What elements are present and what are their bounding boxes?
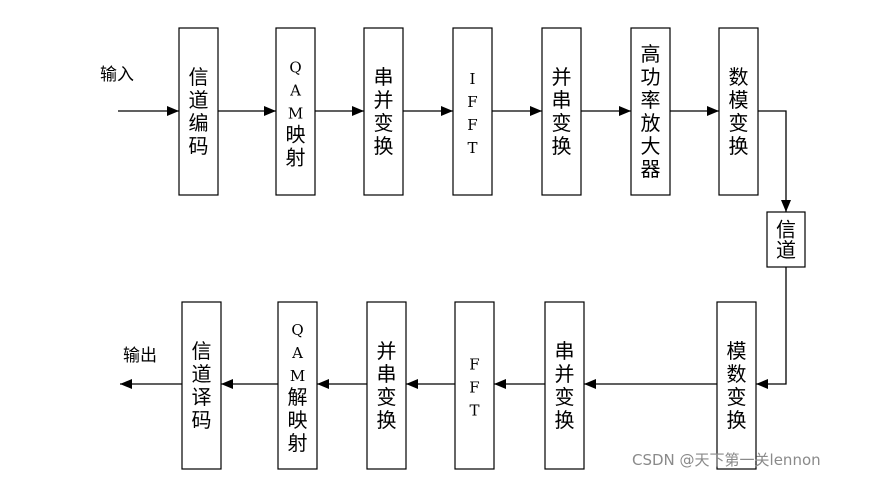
channel-decoding-block: 信道译码: [181, 301, 222, 470]
serial-to-parallel-label: 串并变换: [374, 65, 394, 158]
dac-to-channel-arrowhead: [781, 200, 791, 212]
dac-box: [718, 27, 759, 196]
fft-box: [454, 301, 495, 470]
input-label: 输入: [100, 65, 134, 85]
channel-to-adc-arrowhead: [756, 379, 768, 389]
rx-5-arrowhead: [221, 379, 233, 389]
watermark: CSDN @天下第一关lennon: [632, 451, 821, 469]
channel-coding-block: 信道编码: [178, 27, 219, 196]
ifft-box: [452, 27, 493, 196]
power-amplifier-label: 高功率放大器: [641, 42, 661, 181]
parallel-to-serial-label: 并串变换: [552, 65, 572, 158]
parallel-to-serial-rx-label: 并串变换: [377, 339, 397, 432]
adc-label: 模数变换: [727, 339, 747, 432]
channel-label: 信道: [776, 217, 796, 262]
tx-1-arrowhead: [264, 106, 276, 116]
output-label: 输出: [123, 346, 157, 366]
dac-label: 数模变换: [729, 65, 749, 158]
channel-block: 信道: [766, 211, 806, 268]
serial-to-parallel-block: 串并变换: [363, 27, 404, 196]
serial-to-parallel-rx-label: 串并变换: [555, 339, 575, 432]
rx-4-arrowhead: [317, 379, 329, 389]
parallel-to-serial-block: 并串变换: [541, 27, 582, 196]
channel-box: [766, 211, 806, 268]
tx-2-arrowhead: [352, 106, 364, 116]
qam-demapping-box: [277, 301, 318, 470]
tx-6-arrowhead: [707, 106, 719, 116]
parallel-to-serial-rx-block: 并串变换: [366, 301, 407, 470]
output-arrowhead: [120, 379, 132, 389]
adc-block: 模数变换: [716, 301, 757, 470]
rx-1-arrowhead: [584, 379, 596, 389]
connector-lines: [118, 106, 791, 389]
channel-decoding-label: 信道译码: [192, 339, 212, 432]
rx-3-arrowhead: [406, 379, 418, 389]
qam-mapping-box: [275, 27, 316, 196]
power-amplifier-block: 高功率放大器: [630, 27, 671, 196]
dac-block: 数模变换: [718, 27, 759, 196]
dac-to-channel-arrow: [758, 110, 787, 212]
channel-coding-label: 信道编码: [189, 65, 209, 158]
adc-box: [716, 301, 757, 470]
channel-to-adc-arrow: [756, 267, 787, 385]
channel-decoding-box: [181, 301, 222, 470]
parallel-to-serial-rx-box: [366, 301, 407, 470]
serial-to-parallel-box: [363, 27, 404, 196]
input-arrowhead: [167, 106, 179, 116]
serial-to-parallel-rx-block: 串并变换: [544, 301, 585, 470]
tx-3-arrowhead: [441, 106, 453, 116]
parallel-to-serial-box: [541, 27, 582, 196]
serial-to-parallel-rx-box: [544, 301, 585, 470]
tx-4-arrowhead: [530, 106, 542, 116]
power-amplifier-box: [630, 27, 671, 196]
rx-2-arrowhead: [494, 379, 506, 389]
channel-coding-box: [178, 27, 219, 196]
tx-5-arrowhead: [619, 106, 631, 116]
